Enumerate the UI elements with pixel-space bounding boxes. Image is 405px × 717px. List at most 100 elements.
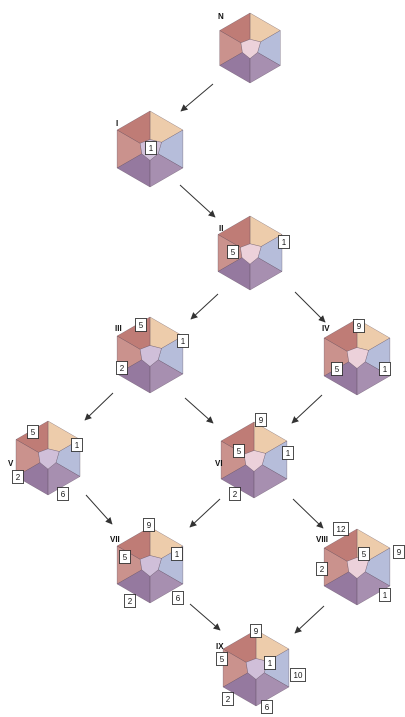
tag-number: 5 [139, 321, 144, 330]
tag-number: 1 [149, 144, 154, 153]
arrow-ii-to-iv [294, 291, 326, 323]
tag-number: 1 [175, 550, 180, 559]
face-center [38, 448, 60, 470]
arrow-iv-to-vi [291, 394, 323, 424]
tag-box [12, 470, 24, 484]
stage-n: N [218, 12, 281, 84]
tag-box [255, 413, 267, 427]
tag-number: 5 [123, 553, 128, 562]
stage-label: VI [215, 459, 223, 468]
tag-number: 1 [383, 591, 388, 600]
arrow-ii-to-iii [190, 293, 219, 320]
arrows-layer [84, 83, 326, 634]
tag-number: 5 [231, 248, 236, 257]
arrow-viii-to-ix [294, 605, 325, 634]
arrow-iii-to-v [84, 392, 114, 421]
tag-number: 5 [220, 655, 225, 664]
arrow-vii-to-ix [189, 603, 221, 631]
tag-box [331, 362, 343, 376]
tag-number: 5 [362, 550, 367, 559]
tag-box [290, 668, 306, 682]
tag-number: 9 [357, 322, 362, 331]
stage-label: N [218, 12, 224, 21]
tag-number: 9 [259, 416, 264, 425]
stage-label: VII [110, 535, 120, 544]
tag-box [171, 547, 183, 561]
tag-box [145, 141, 157, 155]
tag-box [353, 319, 365, 333]
tag-box [264, 656, 276, 670]
tag-box [119, 550, 131, 564]
tag-box [135, 318, 147, 332]
stage-label: II [219, 224, 223, 233]
tag-box [379, 588, 391, 602]
tag-number: 12 [337, 525, 346, 534]
tag-number: 2 [320, 565, 325, 574]
stage-iii: III 5 1 2 [115, 316, 189, 394]
tag-number: 2 [16, 473, 21, 482]
tag-box [333, 522, 349, 536]
stage-label: IV [322, 324, 330, 333]
face-center [346, 347, 369, 369]
tag-box [172, 591, 184, 605]
tag-number: 1 [282, 238, 287, 247]
stage-vii: VII 9 5 1 2 6 [110, 518, 184, 608]
tag-number: 1 [268, 659, 273, 668]
stage-label: III [115, 324, 122, 333]
tag-number: 1 [286, 449, 291, 458]
tag-number: 5 [31, 428, 36, 437]
tag-box [124, 594, 136, 608]
arrow-n-to-i [180, 83, 214, 112]
tag-number: 9 [147, 521, 152, 530]
tag-number: 9 [254, 627, 259, 636]
tag-box [316, 562, 328, 576]
arrow-iii-to-vi [184, 397, 214, 424]
tag-box [358, 547, 370, 561]
stage-v: V 5 1 2 6 [8, 420, 83, 501]
tag-box [143, 518, 155, 532]
face-center [240, 39, 261, 59]
tag-box [71, 438, 83, 452]
stage-label: VIII [316, 535, 328, 544]
tag-number: 1 [383, 365, 388, 374]
tag-number: 2 [233, 490, 238, 499]
arrow-vi-to-viii [292, 498, 324, 529]
tag-number: 5 [335, 365, 340, 374]
tag-number: 6 [61, 490, 66, 499]
stage-label: I [116, 119, 118, 128]
tag-box [261, 700, 273, 714]
arrow-i-to-ii [179, 184, 216, 218]
tag-number: 2 [128, 597, 133, 606]
stage-label: V [8, 459, 14, 468]
tag-box [379, 362, 391, 376]
tag-box [216, 652, 228, 666]
tag-box [278, 235, 290, 249]
tag-number: 6 [265, 703, 270, 712]
tag-box [227, 245, 239, 259]
tag-box [177, 334, 189, 348]
tag-number: 2 [120, 364, 125, 373]
tag-box [116, 361, 128, 375]
stage-ii: II 5 1 [217, 215, 290, 291]
stage-iv: IV 9 5 1 [322, 318, 391, 396]
stage-label: IX [216, 642, 224, 651]
tag-number: 5 [237, 447, 242, 456]
face-center [139, 345, 162, 367]
tag-number: 1 [181, 337, 186, 346]
tag-number: 1 [75, 441, 80, 450]
tag-number: 6 [176, 594, 181, 603]
tag-box [57, 487, 69, 501]
tag-box [229, 487, 241, 501]
tag-box [282, 446, 294, 460]
tag-box [222, 692, 234, 706]
tag-box [27, 425, 39, 439]
face-center [139, 555, 162, 577]
stage-i: I1 [116, 110, 184, 188]
arrow-v-to-vii [85, 494, 113, 525]
tag-number: 10 [294, 671, 303, 680]
tag-box [250, 624, 262, 638]
